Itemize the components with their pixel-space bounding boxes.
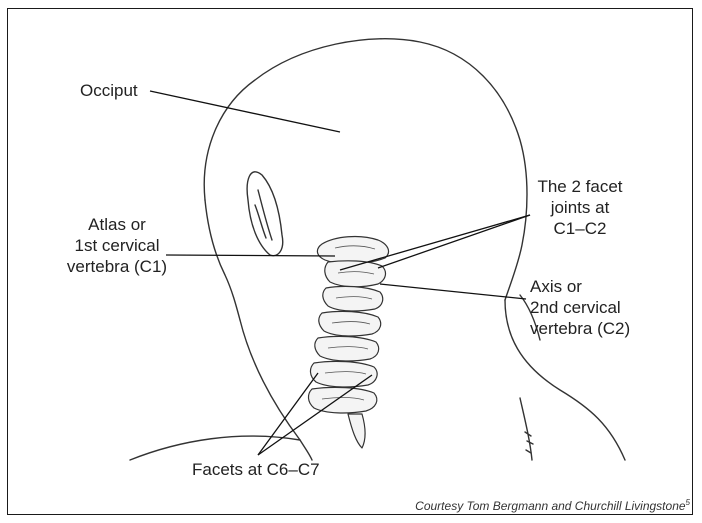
vertebra-c5: [315, 336, 379, 361]
vertebra-c3: [323, 286, 383, 311]
leader-c6c7-1: [258, 373, 318, 455]
label-occiput: Occiput: [80, 80, 138, 101]
label-axis: Axis or 2nd cervical vertebra (C2): [530, 276, 630, 339]
vertebra-c7: [308, 387, 376, 413]
credit-text: Courtesy Tom Bergmann and Churchill Livi…: [415, 499, 685, 513]
leader-axis: [380, 284, 526, 299]
label-facet-joints: The 2 facet joints at C1–C2: [530, 176, 630, 239]
label-atlas: Atlas or 1st cervical vertebra (C1): [62, 214, 172, 277]
leader-atlas: [166, 255, 335, 256]
neck-front: [240, 320, 312, 460]
vertebra-c4: [319, 311, 381, 336]
leader-facet-2: [378, 215, 530, 268]
leader-occiput: [150, 91, 340, 132]
vertebra-c6: [310, 361, 377, 387]
cervical-spine: [308, 237, 388, 448]
credit-line: Courtesy Tom Bergmann and Churchill Livi…: [415, 498, 690, 513]
face-profile: [205, 200, 240, 320]
label-facets-c6c7: Facets at C6–C7: [192, 459, 320, 480]
credit-reference: 5: [686, 498, 690, 507]
shoulder-line: [130, 436, 300, 460]
vertebra-c2: [325, 261, 386, 287]
